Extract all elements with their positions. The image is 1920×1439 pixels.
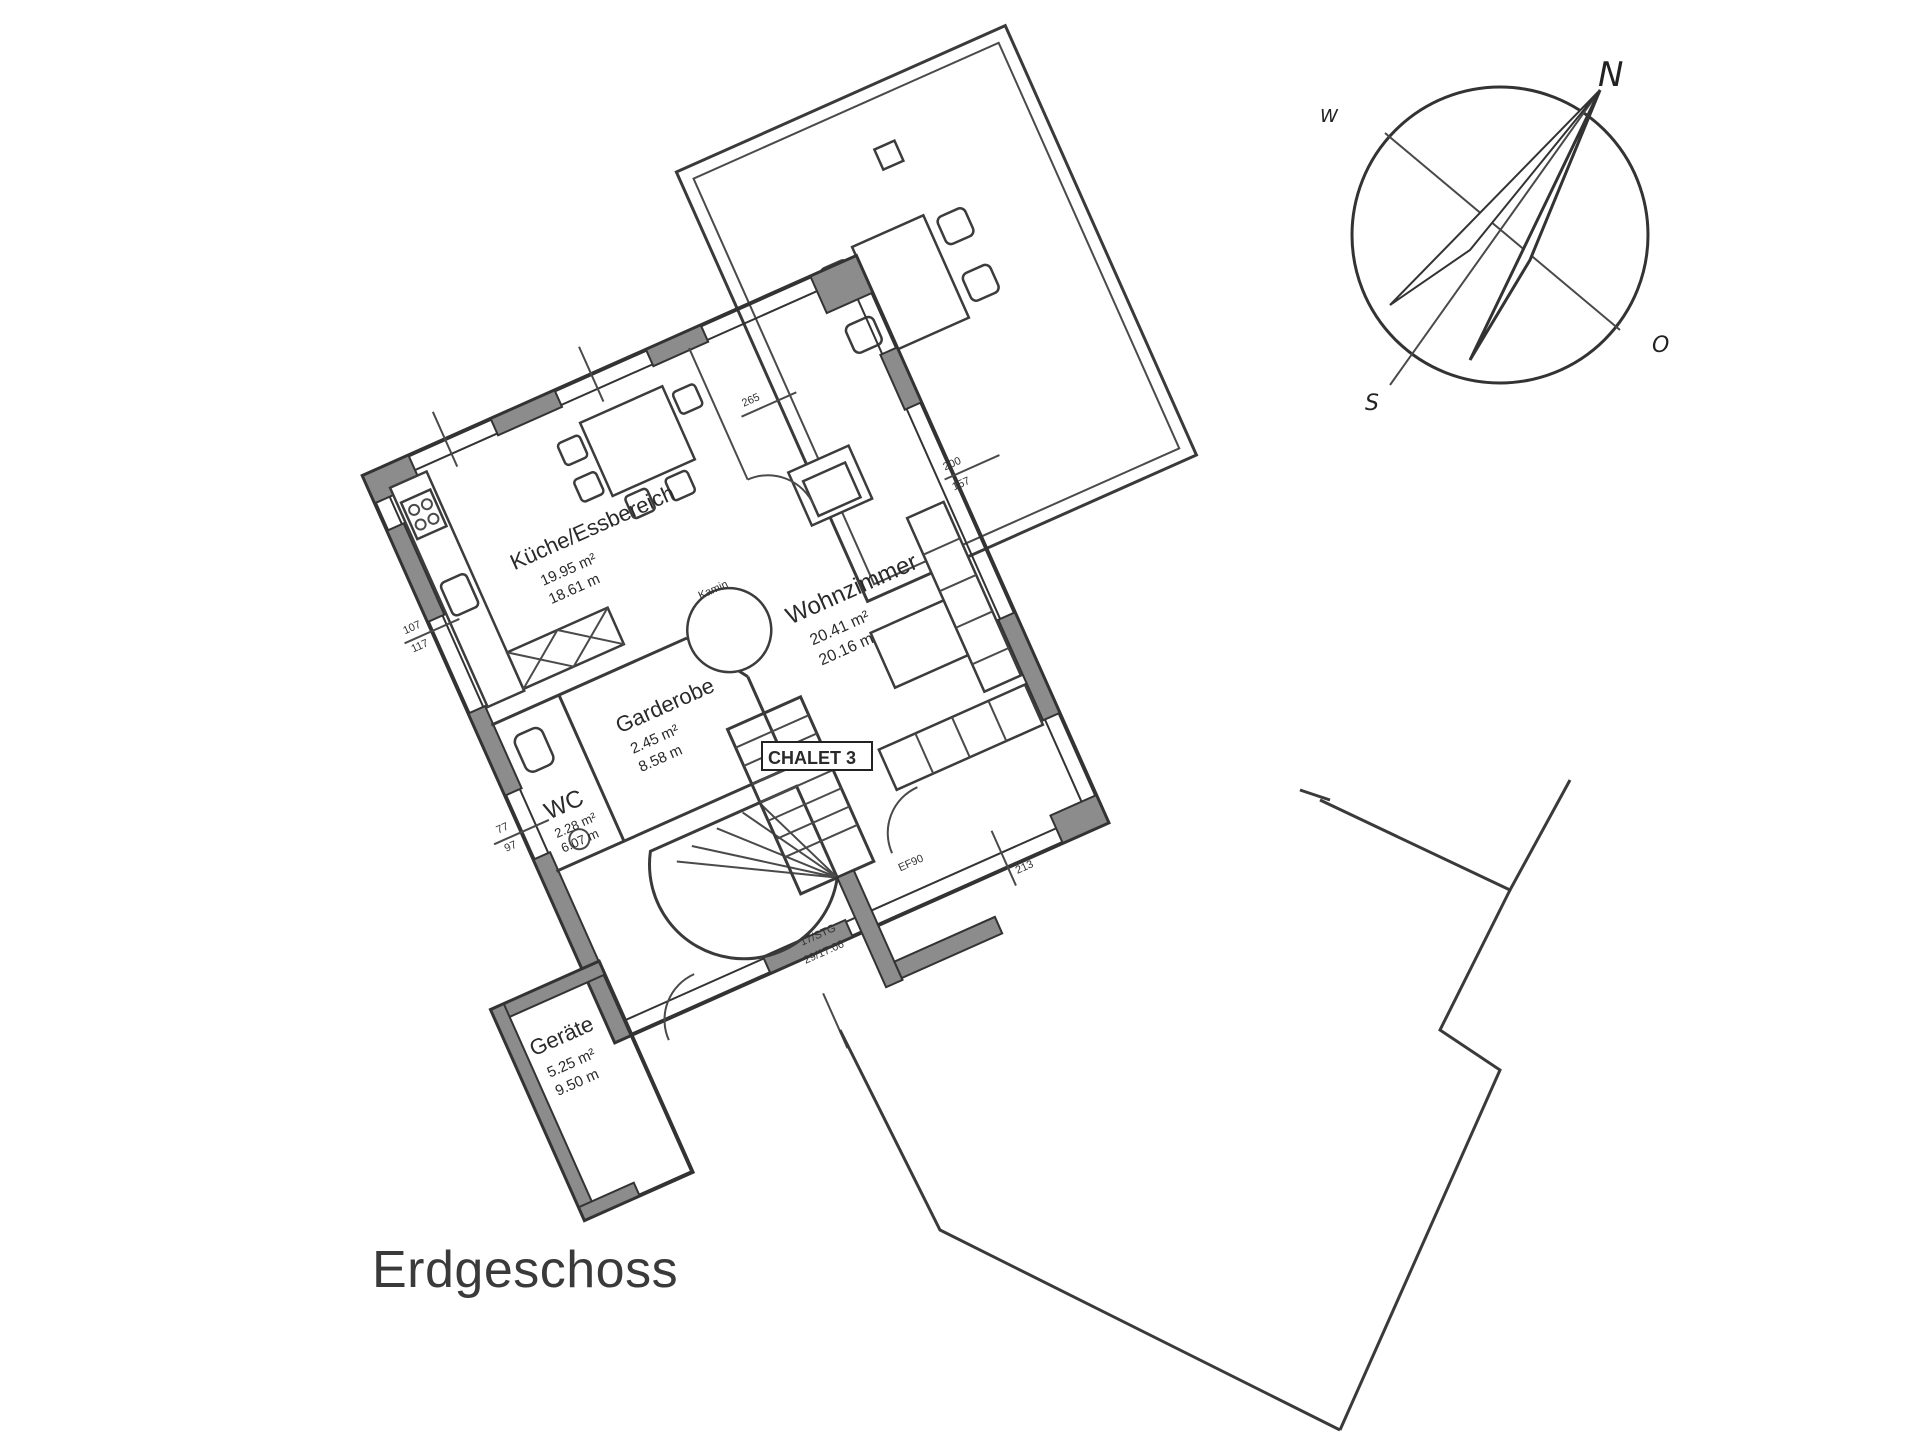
kitchen-island [505,606,626,691]
exterior-walls [360,253,1111,1045]
storage-room [488,959,696,1223]
stove [399,487,449,541]
dim-97: 97 [503,839,519,855]
toilet [513,726,555,773]
sink [439,572,480,617]
living-furniture [786,444,1045,792]
chalet-tag: CHALET 3 [761,741,873,771]
dining-table [578,384,697,498]
dim-265: 265 [740,391,762,409]
wc-fixtures [513,726,591,851]
compass-east: O [1652,333,1669,358]
door-note: EF90 [897,853,926,875]
compass: N W O S [1320,55,1669,416]
plot-boundary [838,779,1572,1432]
fireplace: Kamin [686,578,773,674]
entrance-walls [835,868,1004,989]
floor-title: Erdgeschoss [372,1241,679,1299]
compass-west: W [1320,106,1339,127]
building: Kamin [360,23,1199,1223]
terrace [674,23,1199,604]
doors [663,474,918,1041]
dim-107: 107 [401,619,423,637]
chalet-tag-label: CHALET 3 [768,748,856,768]
compass-south: S [1365,391,1379,416]
dim-77: 77 [494,821,510,837]
kitchen-furniture [388,383,704,709]
compass-north: N [1598,55,1623,95]
terrace-vent [872,138,906,172]
